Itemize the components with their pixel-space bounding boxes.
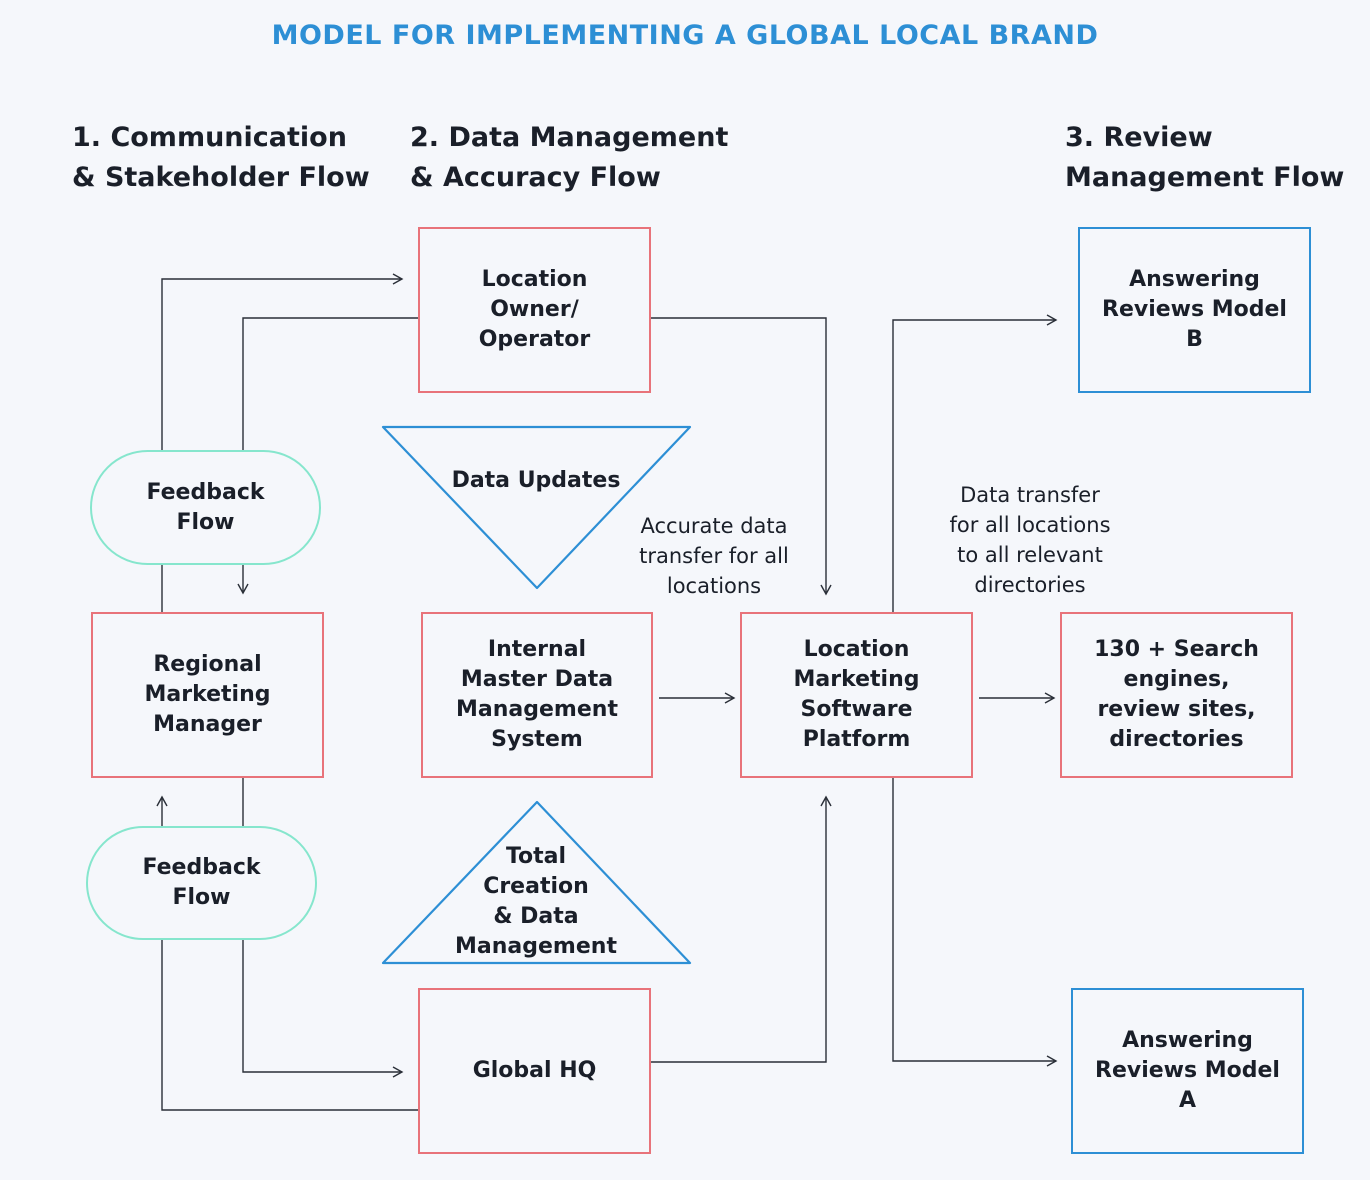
feedback-flow-top-pill: Feedback Flow [90, 450, 321, 565]
connector-hq-to-feedback [161, 940, 418, 1111]
column-heading-communication: 1. Communication & Stakeholder Flow [72, 122, 370, 193]
location-owner-box: Location Owner/ Operator [418, 227, 651, 393]
connector-feedback-to-hq [242, 940, 404, 1078]
data-updates-label: Data Updates [451, 468, 621, 493]
column-heading-data-management: 2. Data Management & Accuracy Flow [410, 122, 729, 193]
total-creation-label: Total Creation & Data Management [455, 844, 617, 959]
connector-lmsp-to-reviews-a [892, 778, 1058, 1067]
data-updates-triangle [381, 425, 692, 590]
global-hq-box: Global HQ [418, 988, 651, 1154]
internal-master-data-box: Internal Master Data Management System [421, 612, 653, 778]
accurate-transfer-note: Accurate data transfer for all locations [639, 514, 789, 598]
feedback-flow-bottom-pill: Feedback Flow [86, 826, 317, 940]
connector-feedback-to-owner [161, 273, 404, 450]
page-title: MODEL FOR IMPLEMENTING A GLOBAL LOCAL BR… [271, 20, 1099, 51]
column-heading-review-management: 3. Review Management Flow [1065, 122, 1345, 193]
answering-reviews-b-box: Answering Reviews Model B [1078, 227, 1311, 393]
connector-owner-to-lmsp [651, 317, 832, 596]
search-engines-box: 130 + Search engines, review sites, dire… [1060, 612, 1293, 778]
location-marketing-platform-box: Location Marketing Software Platform [740, 612, 973, 778]
regional-marketing-manager-box: Regional Marketing Manager [91, 612, 324, 778]
answering-reviews-a-box: Answering Reviews Model A [1071, 988, 1304, 1154]
connector-lmsp-to-reviews-b [892, 314, 1058, 612]
connector-owner-to-feedback [242, 317, 418, 450]
data-transfer-note: Data transfer for all locations to all r… [949, 483, 1111, 597]
connector-hq-to-lmsp [651, 795, 832, 1063]
total-creation-triangle [381, 800, 692, 965]
